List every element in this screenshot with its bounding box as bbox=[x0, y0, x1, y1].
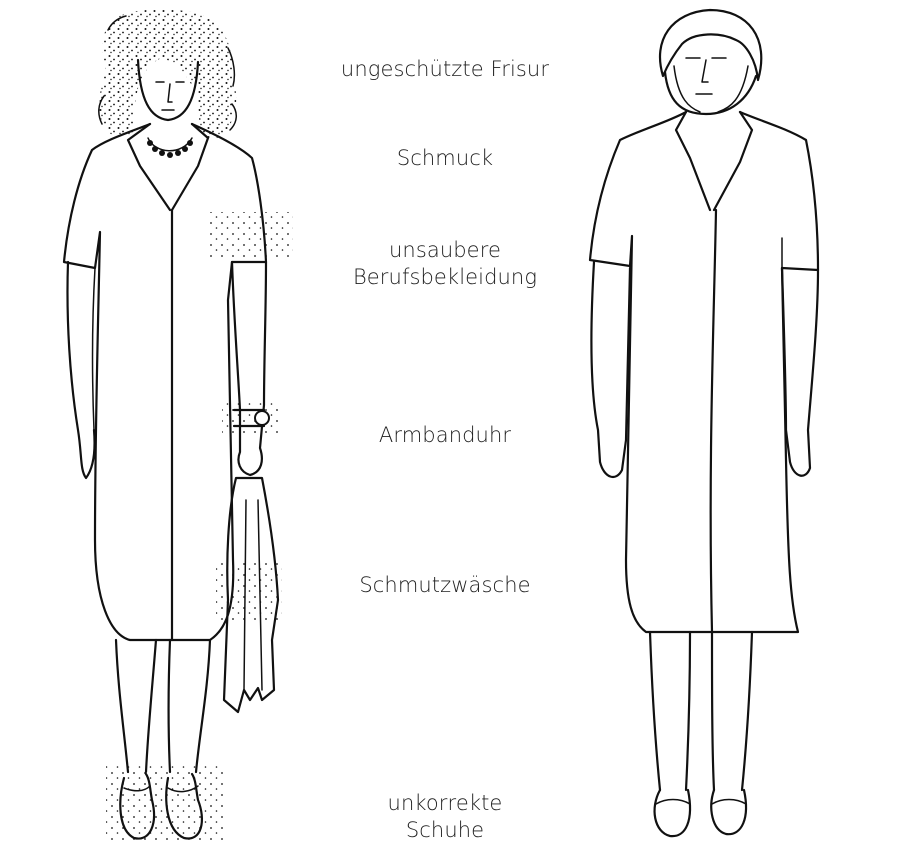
dirt-patch bbox=[208, 212, 293, 260]
arms-correct bbox=[591, 262, 818, 477]
dirty-laundry bbox=[216, 478, 282, 712]
label-incorrect-shoes: unkorrekte Schuhe bbox=[320, 790, 570, 844]
wristwatch bbox=[222, 402, 280, 434]
label-text: ungeschützte Frisur bbox=[320, 56, 570, 83]
label-wristwatch: Armbanduhr bbox=[320, 422, 570, 449]
label-text: Schmutzwäsche bbox=[320, 572, 570, 599]
label-text-line2: Schuhe bbox=[320, 817, 570, 844]
label-dirty-laundry: Schmutzwäsche bbox=[320, 572, 570, 599]
face-correct bbox=[665, 58, 756, 114]
correct-shoes bbox=[655, 790, 746, 836]
figure-incorrect bbox=[64, 9, 293, 842]
label-text-line1: unkorrekte bbox=[320, 790, 570, 817]
label-text: Schmuck bbox=[320, 145, 570, 172]
label-text-line2: Berufsbekleidung bbox=[320, 264, 570, 291]
legs-correct bbox=[650, 632, 752, 790]
coat-correct bbox=[590, 112, 818, 632]
label-unprotected-hair: ungeschützte Frisur bbox=[320, 56, 570, 83]
necklace bbox=[147, 138, 193, 158]
label-jewelry: Schmuck bbox=[320, 145, 570, 172]
label-unclean-clothing: unsaubere Berufsbekleidung bbox=[320, 237, 570, 291]
incorrect-shoes bbox=[106, 766, 224, 842]
label-text-line1: unsaubere bbox=[320, 237, 570, 264]
label-text: Armbanduhr bbox=[320, 422, 570, 449]
legs-incorrect bbox=[116, 640, 210, 772]
figure-correct bbox=[590, 10, 818, 836]
